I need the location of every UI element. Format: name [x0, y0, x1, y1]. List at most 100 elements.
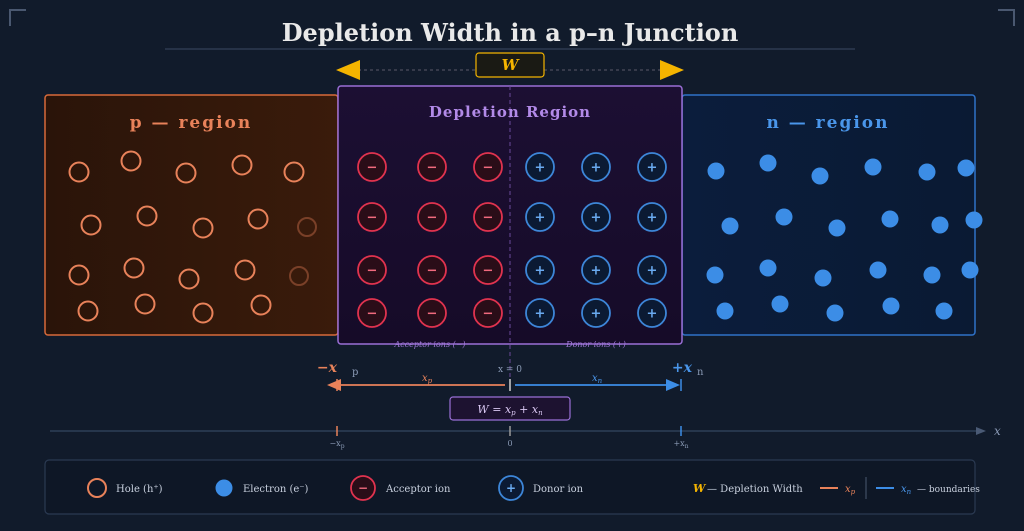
electrons-group: [706, 154, 983, 322]
electron-icon: [706, 266, 724, 284]
electron-icon: [775, 208, 793, 226]
acceptor-ion-symbol: −: [427, 307, 438, 322]
width-formula: W = xp + xn: [477, 403, 543, 417]
hole-icon: [68, 264, 90, 286]
right-end-label: +x: [672, 360, 693, 376]
electron-icon: [931, 216, 949, 234]
electron-icon: [864, 158, 882, 176]
hole-icon: [175, 162, 197, 184]
legend-donor-label: Donor ion: [533, 484, 584, 495]
electron-icon: [721, 217, 739, 235]
electron-icon: [707, 162, 725, 180]
acceptor-ion-icon: [417, 298, 447, 328]
hole-icon: [178, 268, 200, 290]
electron-icon: [759, 154, 777, 172]
hole-icon: [136, 205, 158, 227]
donor-ion-icon: [581, 255, 611, 285]
acceptor-ion-symbol: −: [367, 307, 378, 322]
axis-tick-label: 0: [507, 439, 512, 448]
hole-icon: [297, 217, 317, 237]
electron-icon: [826, 304, 844, 322]
ions-group: −−−+++−−−+++−−−+++−−−+++: [357, 152, 667, 328]
hole-icon: [231, 154, 253, 176]
acceptor-ions-caption: Acceptor ions (−): [393, 340, 465, 349]
arrow-left-icon: [336, 60, 360, 80]
donor-ion-icon: [637, 298, 667, 328]
acceptor-ion-icon: [473, 255, 503, 285]
acceptor-ion-symbol: −: [427, 211, 438, 226]
holes-group: [68, 150, 317, 324]
electron-icon: [882, 297, 900, 315]
acceptor-ion-symbol: −: [483, 211, 494, 226]
page-title: Depletion Width in a p–n Junction: [282, 18, 739, 47]
width-indicator: W: [336, 52, 684, 80]
acceptor-ion-icon: [417, 202, 447, 232]
acceptor-ion-symbol: −: [483, 161, 494, 176]
electron-icon: [811, 167, 829, 185]
width-badge: [475, 52, 545, 78]
width-formula-box: [449, 396, 571, 421]
donor-ion-symbol: +: [591, 161, 602, 176]
hole-icon: [87, 478, 107, 498]
donor-ion-symbol: +: [647, 307, 658, 322]
donor-ion-icon: [581, 152, 611, 182]
donor-ion-symbol: +: [591, 307, 602, 322]
corner-bracket: [998, 9, 1015, 26]
acceptor-ion-icon: [357, 152, 387, 182]
acceptor-ion-symbol: −: [427, 161, 438, 176]
x-axis: x −xp 0 +xn: [50, 424, 1001, 450]
electron-icon: [759, 259, 777, 277]
donor-ion-symbol: +: [535, 211, 546, 226]
acceptor-ion-symbol: −: [358, 481, 368, 495]
legend-boundaries-label: — boundaries: [917, 485, 980, 495]
acceptor-ion-symbol: −: [483, 264, 494, 279]
electron-icon: [828, 219, 846, 237]
acceptor-ion-symbol: −: [483, 307, 494, 322]
hole-icon: [68, 161, 90, 183]
acceptor-ion-symbol: −: [427, 264, 438, 279]
donor-ion-icon: [637, 152, 667, 182]
donor-ion-icon: [525, 152, 555, 182]
hole-icon: [77, 300, 99, 322]
electron-icon: [215, 479, 233, 497]
hole-icon: [192, 217, 214, 239]
legend-xn-label: xn: [901, 484, 912, 496]
left-end-label: −x: [317, 360, 338, 376]
axis-tick-label: −xp: [329, 439, 344, 450]
donor-ion-symbol: +: [591, 211, 602, 226]
hole-icon: [289, 266, 309, 286]
right-end-sub: n: [697, 367, 704, 378]
hole-icon: [123, 257, 145, 279]
hole-icon: [192, 302, 214, 324]
acceptor-ion-icon: [417, 152, 447, 182]
hole-icon: [247, 208, 269, 230]
donor-ion-symbol: +: [535, 161, 546, 176]
origin-label: x = 0: [498, 365, 522, 375]
legend-electron-label: Electron (e⁻): [243, 484, 309, 495]
electron-icon: [881, 210, 899, 228]
legend-w-text: — Depletion Width: [707, 484, 803, 495]
hole-icon: [80, 214, 102, 236]
donor-ions-caption: Donor ions (+): [565, 340, 626, 349]
p-region-label: p — region: [130, 113, 253, 133]
acceptor-ion-symbol: −: [367, 211, 378, 226]
electron-icon: [869, 261, 887, 279]
donor-ion-symbol: +: [506, 481, 516, 495]
donor-ion-icon: [637, 255, 667, 285]
electron-icon: [965, 211, 983, 229]
acceptor-ion-symbol: −: [367, 264, 378, 279]
legend: Hole (h⁺) Electron (e⁻) − Acceptor ion +…: [44, 459, 980, 515]
donor-ion-icon: [581, 202, 611, 232]
electron-icon: [923, 266, 941, 284]
acceptor-ion-icon: [473, 202, 503, 232]
hole-icon: [134, 293, 156, 315]
donor-ion-symbol: +: [535, 264, 546, 279]
legend-xp-label: xp: [845, 484, 856, 496]
acceptor-ion-icon: [473, 152, 503, 182]
width-badge-label: W: [502, 56, 521, 74]
electron-icon: [771, 295, 789, 313]
donor-ion-icon: [525, 298, 555, 328]
axis-tick-label: +xn: [673, 439, 688, 450]
